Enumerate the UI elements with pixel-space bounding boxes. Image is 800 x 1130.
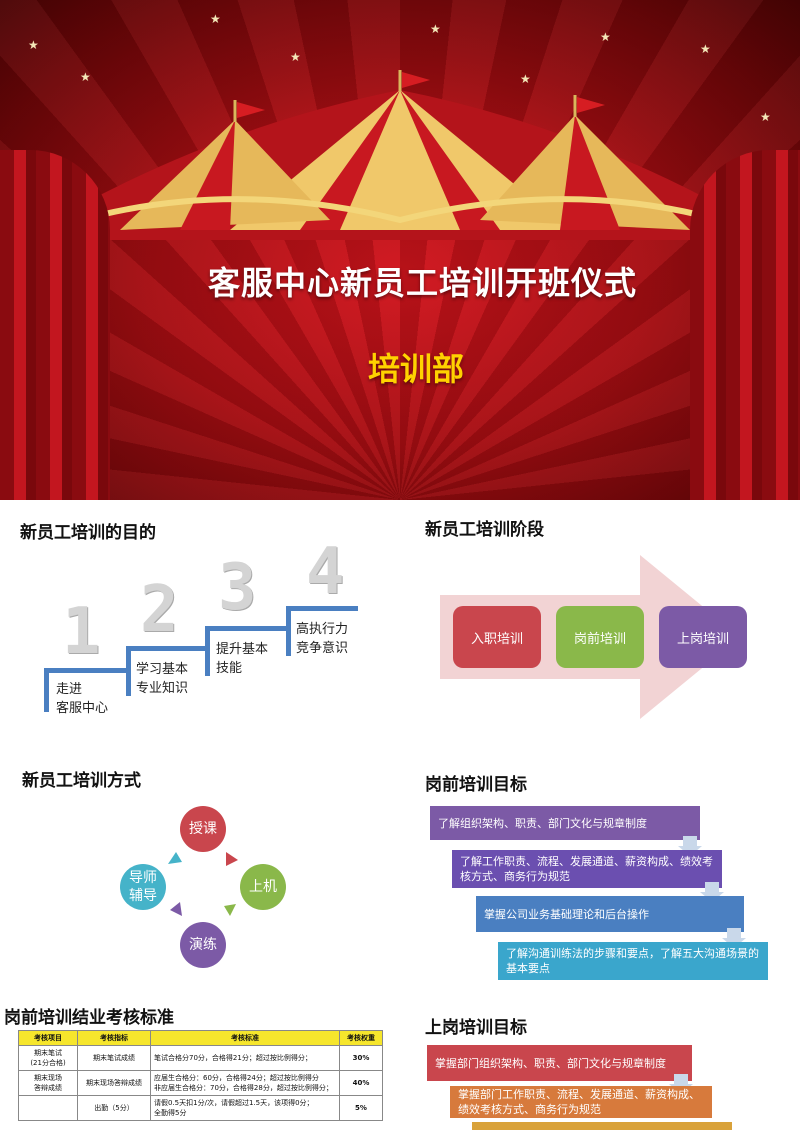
hero-banner: ★ ★ ★ ★ ★ ★ ★ ★ ★ 客服中心新员工培训开班仪式 培训部 [0, 0, 800, 500]
pre-goals-heading: 岗前培训目标 [425, 775, 527, 795]
purpose-heading: 新员工培训的目的 [20, 523, 156, 543]
method-circle: 授课 [180, 806, 226, 852]
stage-box: 上岗培训 [659, 606, 747, 668]
table-row: 期末笔试 (21分合格) 期末笔试成绩 笔试合格分70分，合格得21分；超过按比… [18, 1045, 383, 1071]
table-cell: 应届生合格分：60分，合格得24分；超过按比例得分 非应届生合格分：70分，合格… [150, 1070, 340, 1096]
pre-goal-bar: 了解工作职责、流程、发展通道、薪资构成、绩效考核方式、商务行为规范 [452, 850, 722, 888]
down-arrow-icon [678, 836, 702, 856]
down-arrow-icon [700, 882, 724, 902]
table-cell: 40% [339, 1070, 383, 1096]
step-line: 学习基本 [136, 662, 189, 677]
post-goals-heading: 上岗培训目标 [425, 1018, 527, 1038]
table-cell: 期末笔试成绩 [77, 1045, 151, 1071]
step-line: 客服中心 [56, 701, 109, 716]
down-arrow-icon [669, 1074, 693, 1094]
purpose-steps: 1 2 3 4 走进 客服中心 学习基本 专业知识 提升基本 技能 高执行力 竞… [0, 540, 400, 730]
table-row: 期末现场 答辩成绩 期末现场答辩成绩 应届生合格分：60分，合格得24分；超过按… [18, 1070, 383, 1096]
table-cell: 笔试合格分70分，合格得21分；超过按比例得分； [150, 1045, 340, 1071]
step-digit: 2 [140, 573, 179, 647]
assessment-heading: 岗前培训结业考核标准 [4, 1008, 174, 1028]
step-digit: 1 [62, 595, 101, 669]
star-icon: ★ [600, 30, 611, 44]
step-digit: 4 [306, 535, 345, 609]
assessment-table: 考核项目 考核指标 考核标准 考核权重 期末笔试 (21分合格) 期末笔试成绩 … [18, 1030, 383, 1121]
page-subtitle: 培训部 [368, 350, 465, 388]
table-cell: 出勤（5分） [77, 1095, 151, 1121]
stages-heading: 新员工培训阶段 [425, 520, 544, 540]
method-circle: 导师 辅导 [120, 864, 166, 910]
step-line: 提升基本 [216, 642, 269, 657]
circus-tent [18, 70, 782, 240]
method-circle: 上机 [240, 864, 286, 910]
step-line: 走进 [56, 682, 83, 697]
cycle-arrows [168, 852, 238, 916]
page-title: 客服中心新员工培训开班仪式 [208, 264, 638, 302]
table-cell: 期末现场 答辩成绩 [18, 1070, 78, 1096]
curtain-right [690, 150, 800, 500]
table-cell: 30% [339, 1045, 383, 1071]
table-header: 考核权重 [339, 1030, 383, 1046]
pre-goal-bar: 了解沟通训练法的步骤和要点，了解五大沟通场景的基本要点 [498, 942, 768, 980]
table-cell: 期末笔试 (21分合格) [18, 1045, 78, 1071]
post-goal-bar: 掌握部门工作职责、流程、发展通道、薪资构成、绩效考核方式、商务行为规范 [450, 1086, 712, 1118]
step-line: 技能 [216, 661, 243, 676]
table-header-row: 考核项目 考核指标 考核标准 考核权重 [18, 1030, 383, 1046]
star-icon: ★ [700, 42, 711, 56]
star-icon: ★ [210, 12, 221, 26]
pre-goal-bar: 掌握公司业务基础理论和后台操作 [476, 896, 744, 932]
methods-heading: 新员工培训方式 [22, 771, 141, 791]
star-icon: ★ [430, 22, 441, 36]
down-arrow-icon [722, 928, 746, 948]
table-cell: 请假0.5天扣1分/次，请假超过1.5天，该项得0分； 全勤得5分 [150, 1095, 340, 1121]
star-icon: ★ [760, 110, 771, 124]
curtain-left [0, 150, 110, 500]
star-icon: ★ [28, 38, 39, 52]
assessment-table-wrap: 考核项目 考核指标 考核标准 考核权重 期末笔试 (21分合格) 期末笔试成绩 … [18, 1030, 383, 1121]
table-header: 考核指标 [77, 1030, 151, 1046]
pre-goal-bar: 了解组织架构、职责、部门文化与规章制度 [430, 806, 700, 840]
step-line: 专业知识 [136, 681, 189, 696]
table-row: 出勤（5分） 请假0.5天扣1分/次，请假超过1.5天，该项得0分； 全勤得5分… [18, 1095, 383, 1121]
post-goal-bar: 掌握部门组织架构、职责、部门文化与规章制度 [427, 1045, 692, 1081]
step-digit: 3 [218, 551, 257, 625]
step-line: 高执行力 [296, 622, 349, 637]
star-icon: ★ [520, 72, 531, 86]
stage-box: 岗前培训 [556, 606, 644, 668]
step-line: 竞争意识 [296, 641, 349, 656]
method-circle: 演练 [180, 922, 226, 968]
stage-box: 入职培训 [453, 606, 541, 668]
table-cell: 期末现场答辩成绩 [77, 1070, 151, 1096]
post-goal-bar-partial [472, 1122, 732, 1130]
star-icon: ★ [290, 50, 301, 64]
table-cell: 5% [339, 1095, 383, 1121]
table-header: 考核标准 [150, 1030, 340, 1046]
star-icon: ★ [80, 70, 91, 84]
table-header: 考核项目 [18, 1030, 78, 1046]
table-cell [18, 1095, 78, 1121]
